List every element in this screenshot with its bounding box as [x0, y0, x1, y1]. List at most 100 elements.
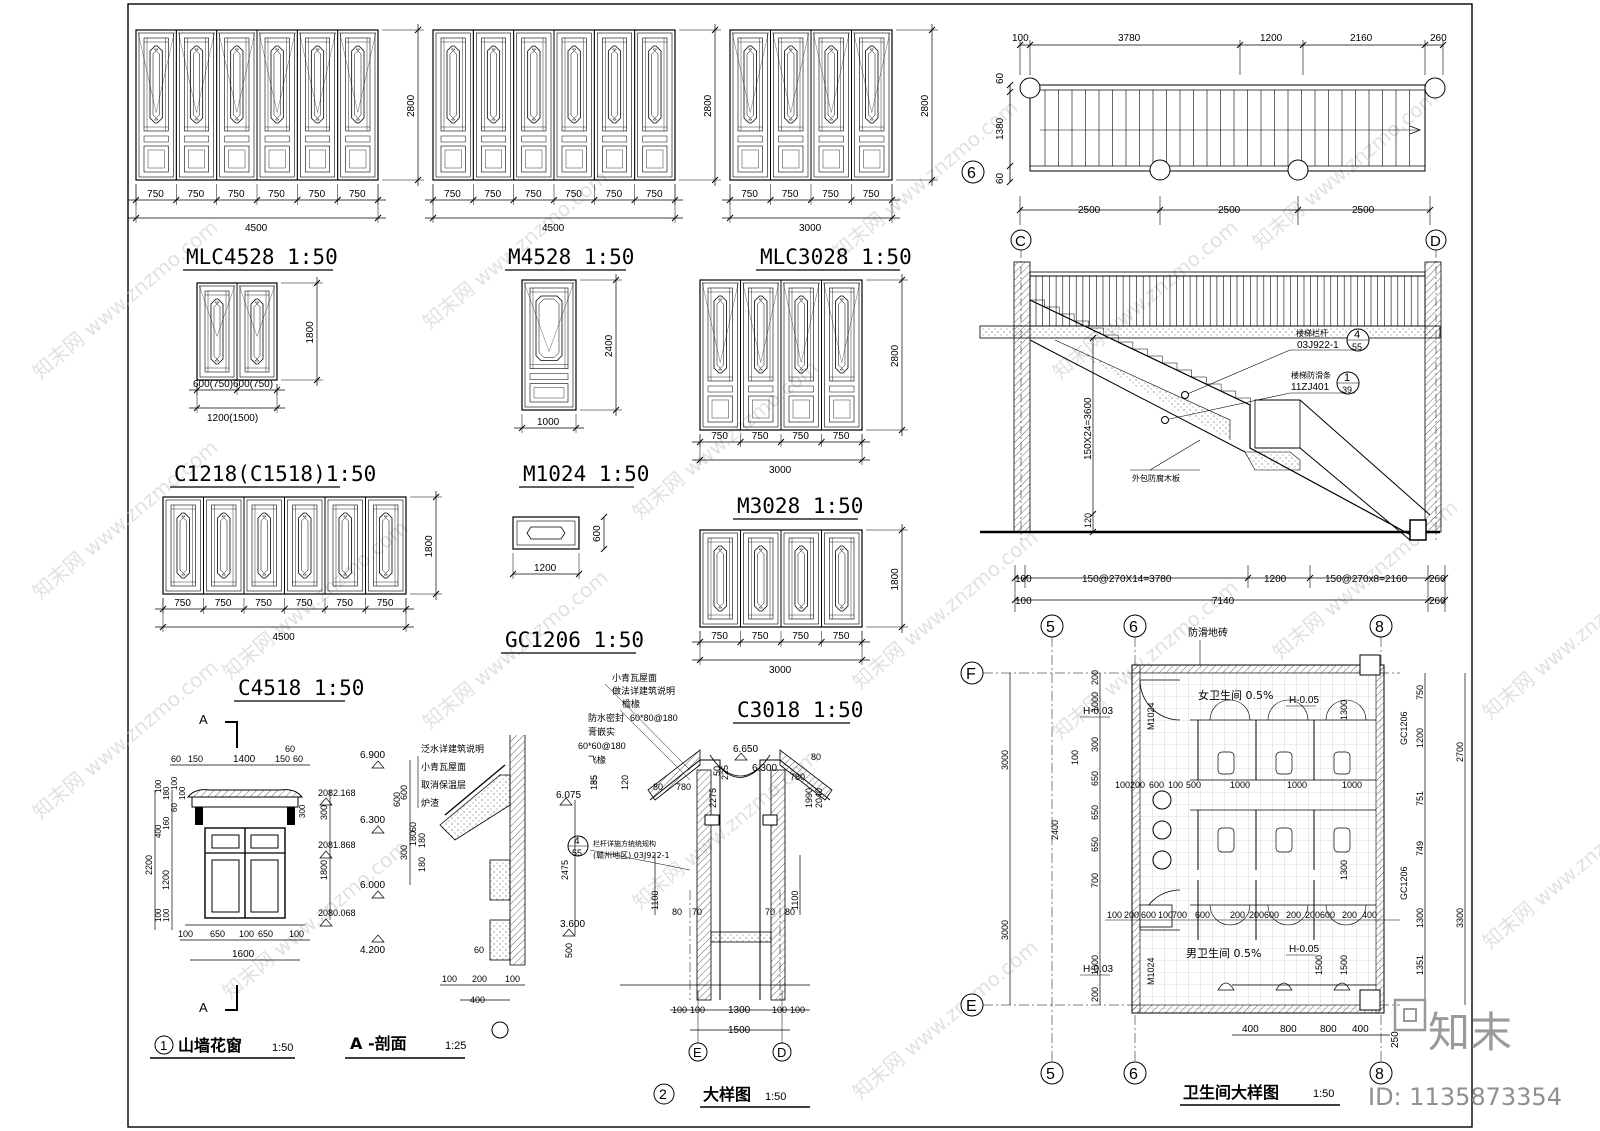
title-mlc4528: MLC4528 1:50: [186, 245, 338, 269]
d1-top-5: 60: [285, 744, 295, 754]
toilet-label-10: GC1206: [1399, 866, 1409, 900]
c1218-dim-1: 600(750): [233, 379, 273, 390]
stair-axis-d: D: [1430, 233, 1441, 250]
title-c4518: C4518 1:50: [238, 676, 364, 700]
detail1-title: 山墙花窗: [178, 1036, 242, 1055]
a-note-1: 小青瓦屋面: [421, 761, 466, 773]
toilet-label-7: M1024: [1146, 702, 1156, 730]
a-note-3: 炉渣: [421, 797, 439, 809]
d1-level-0: 2082.168: [318, 788, 356, 798]
m4528-total: 4500: [542, 223, 565, 234]
d2-bot-4: 100: [790, 1005, 805, 1015]
d1-left-9: 300: [298, 804, 307, 818]
toilet-idim-8: 1300: [1339, 700, 1349, 720]
c4518-dim-2: 750: [255, 598, 272, 609]
m4528-dim-0: 750: [444, 189, 461, 200]
stair-plan-dim-1: 3780: [1118, 33, 1141, 44]
toilet-rowdim-10: 200: [1305, 910, 1320, 920]
title-m4528: M4528 1:50: [508, 245, 634, 269]
mlc4528-total: 4500: [245, 223, 268, 234]
toilet-rowdim-1: 200: [1124, 910, 1139, 920]
toilet-rowdim-9: 200: [1286, 910, 1301, 920]
toilet-rdim-1: 1200: [1415, 728, 1425, 748]
d2-note-1: 做法详建筑说明: [612, 685, 675, 697]
d1-left-6: 100: [170, 776, 179, 790]
stair-ref-0-num: 4: [1354, 329, 1360, 341]
c1218-dim-0: 600(750): [193, 379, 233, 390]
watermark-text: 知末网 www.znzmo.com: [848, 525, 1043, 694]
d2-note-3: 防水密封: [588, 712, 624, 724]
d1-bot-3: 650: [258, 929, 273, 939]
toilet-label-0: 防滑地砖: [1188, 626, 1228, 639]
toilet-ldim-7: 700: [1090, 873, 1100, 888]
toilet-rowdim-5: 600: [1195, 910, 1210, 920]
stair-note-3: 11ZJ401: [1291, 382, 1330, 393]
toilet-ldim-1: 3000: [1000, 920, 1010, 940]
d1-top-1: 150: [188, 754, 203, 764]
mlc3028-total: 3000: [799, 223, 822, 234]
toilet-rowdim-0: 100: [1107, 910, 1122, 920]
d2-total: 1500: [728, 1025, 751, 1036]
toilet-rdim-6: 1300: [1415, 908, 1425, 928]
stair-total-0: 100: [1015, 596, 1032, 607]
d1-right-1: 300: [319, 805, 329, 820]
d1-right-0: 1800: [319, 860, 329, 880]
d2-bot-1: 100: [690, 1005, 705, 1015]
toilet-idim-6: 1000: [1287, 780, 1307, 790]
stair-plan-dim-4: 260: [1430, 33, 1447, 44]
toilet-idim-11: 1500: [1314, 955, 1324, 975]
a-dim-0: 600: [399, 785, 409, 800]
a-dim-8: 100: [505, 974, 520, 984]
mlc3028-dim-2: 750: [822, 189, 839, 200]
d1-left-3: 100: [154, 908, 163, 922]
d1-bot-4: 100: [289, 929, 304, 939]
d2-dim-13: 35: [589, 775, 599, 785]
d1-top-3: 150: [275, 754, 290, 764]
a-note-0: 泛水详建筑说明: [421, 743, 484, 755]
toilet-idim-1: 200: [1130, 780, 1145, 790]
d1-level-1: 2081.868: [318, 840, 356, 850]
d2-level-1: 6.300: [752, 763, 777, 774]
d2-ref-num: 4: [574, 836, 580, 847]
d2-note-8: 栏杆详施方统统规构: [593, 839, 656, 848]
stair-note-2: 楼梯防滑条: [1291, 370, 1331, 380]
stair-vert-dim: 150X24=3600: [1083, 397, 1094, 460]
stair-note-0: 楼梯栏杆: [1296, 328, 1328, 338]
toilet-ldim-4: 650: [1090, 771, 1100, 786]
stair-note-1: 03J922-1: [1297, 340, 1339, 351]
toilet-bdim-1: 800: [1280, 1024, 1297, 1035]
watermark-text: 知末网 www.znzmo.com: [218, 835, 413, 1004]
detail2-scale: 1:50: [765, 1091, 786, 1103]
a-dim-4: 180: [417, 833, 427, 848]
d1-left-4: 100: [154, 779, 163, 793]
stair-plan-bot-0: 2500: [1078, 205, 1101, 216]
stair-bot-dim-3: 150@270x8=2160: [1325, 574, 1408, 585]
title-m1024: M1024 1:50: [523, 462, 649, 486]
toilet-idim-5: 1000: [1230, 780, 1250, 790]
watermark-text: 知末网 www.znzmo.com: [1478, 555, 1600, 724]
toilet-idim-2: 600: [1149, 780, 1164, 790]
toilet-rowdim-4: 700: [1172, 910, 1187, 920]
watermark-text: 知末网 www.znzmo.com: [1478, 785, 1600, 954]
m1024-height: 2400: [604, 334, 615, 357]
toilet-bdim-4: 250: [1390, 1031, 1401, 1048]
gc1206-height: 600: [592, 525, 603, 542]
toilet-label-9: GC1206: [1399, 711, 1409, 745]
d1-top-2: 1400: [233, 754, 256, 765]
toilet-label-2: 男卫生间 0.5%: [1186, 946, 1261, 960]
mlc3028-dim-1: 750: [782, 189, 799, 200]
detail1-section-mark-top: A: [199, 712, 208, 727]
stair-plan-side-1: 1380: [995, 117, 1006, 140]
stair-ref-0-sheet: 55: [1352, 342, 1362, 352]
stair-total-2: 260: [1429, 596, 1446, 607]
d1-level-2: 2080.068: [318, 908, 356, 918]
d1-right-2: 600: [392, 792, 402, 807]
stair-plan-side-0: 60: [995, 72, 1006, 84]
stair-ref-1-sheet: 39: [1342, 385, 1352, 395]
toilet-rowdim-13: 400: [1362, 910, 1377, 920]
c3018-dim-2: 750: [792, 631, 809, 642]
toilet-ldim-3: 300: [1090, 737, 1100, 752]
